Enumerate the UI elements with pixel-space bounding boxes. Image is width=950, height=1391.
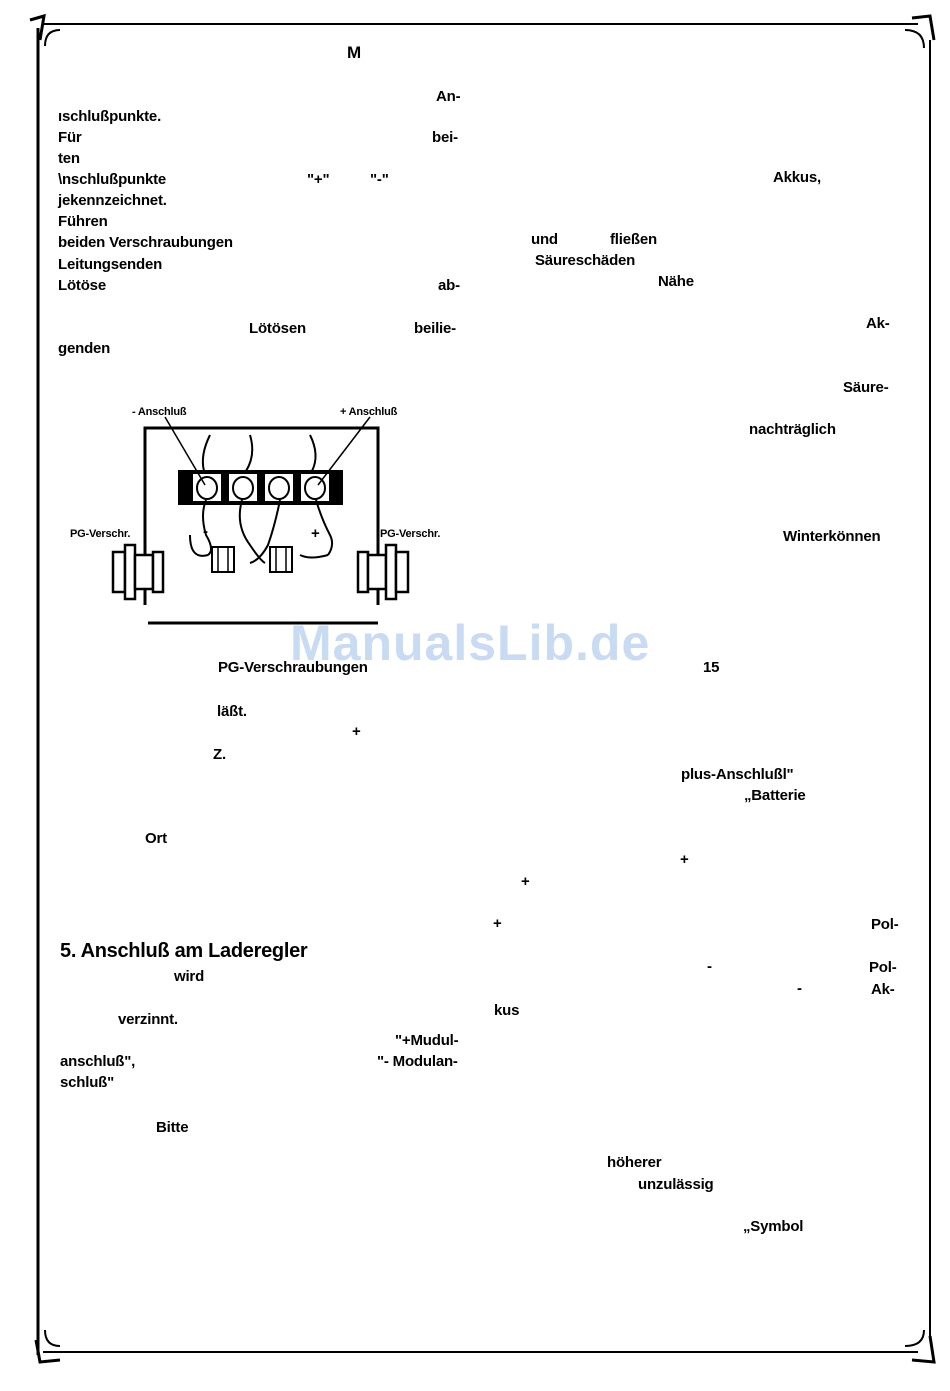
text-fragment: anschluß", xyxy=(60,1053,136,1070)
text-fragment: PG-Verschraubungen xyxy=(218,659,368,676)
text-fragment: Für xyxy=(58,129,82,146)
text-fragment: Säureschäden xyxy=(535,252,636,269)
text-fragment: „Batterie xyxy=(744,787,806,804)
minus-mark: - xyxy=(203,523,208,540)
text-fragment: Bitte xyxy=(156,1119,189,1136)
text-fragment: - xyxy=(707,958,712,975)
text-fragment: und xyxy=(531,231,558,248)
text-fragment: + xyxy=(352,723,361,740)
section-heading: 5. Anschluß am Laderegler xyxy=(60,940,308,962)
text-fragment: jekennzeichnet. xyxy=(58,192,167,209)
text-fragment: ıschlußpunkte. xyxy=(58,108,162,125)
text-fragment: Säure- xyxy=(843,379,889,396)
text-fragment: + xyxy=(521,873,530,890)
watermark: ManualsLib.de xyxy=(290,615,651,671)
text-fragment: Führen xyxy=(58,213,108,230)
text-fragment: wird xyxy=(174,968,205,985)
text-fragment: Pol- xyxy=(871,916,899,933)
text-fragment: Ak- xyxy=(866,315,890,332)
text-fragment: + xyxy=(493,915,502,932)
text-fragment: An- xyxy=(436,88,461,105)
text-fragment: genden xyxy=(58,340,111,357)
text-fragment: beilie- xyxy=(414,320,456,337)
text-fragment: höherer xyxy=(607,1154,662,1171)
text-fragment: fließen xyxy=(610,231,657,248)
text-fragment: beiden Verschraubungen xyxy=(58,234,233,251)
text-fragment: Winterkönnen xyxy=(783,528,881,545)
terminal-diagram-drawing xyxy=(111,416,410,625)
text-fragment: plus-Anschlußl" xyxy=(681,766,794,783)
text-fragment: schluß" xyxy=(60,1074,115,1091)
text-fragment: nachträglich xyxy=(749,421,836,438)
text-fragment: 15 xyxy=(703,659,720,676)
wiring-diagram: - Anschluß + Anschluß PG-Verschr. PG-Ver… xyxy=(60,395,470,635)
text-fragment: "-" xyxy=(370,171,389,188)
text-fragment: ab- xyxy=(438,277,460,294)
text-fragment: bei- xyxy=(432,129,458,146)
text-fragment: „Symbol xyxy=(743,1218,804,1235)
minus-terminal-label: - Anschluß xyxy=(132,406,187,418)
text-fragment: Pol- xyxy=(869,959,897,976)
text-fragment: läßt. xyxy=(217,703,247,720)
heading-m: M xyxy=(347,43,361,62)
pg-gland-right-label: PG-Verschr. xyxy=(380,528,441,540)
text-fragment: Leitungsenden xyxy=(58,256,163,273)
text-fragment: Ak- xyxy=(871,981,895,998)
text-fragment: Lötöse xyxy=(58,277,106,294)
text-fragment: "+Mudul- xyxy=(395,1032,459,1049)
text-fragment: Nähe xyxy=(658,273,694,290)
text-fragment: ten xyxy=(58,150,80,167)
plus-mark: + xyxy=(311,525,320,542)
plus-terminal-label: + Anschluß xyxy=(340,406,398,418)
text-fragment: "+" xyxy=(307,171,330,188)
text-fragment: Ort xyxy=(145,830,167,847)
pg-gland-left-label: PG-Verschr. xyxy=(70,528,131,540)
text-fragment: kus xyxy=(494,1002,520,1019)
text-fragment: - xyxy=(797,980,802,997)
text-fragment: Z. xyxy=(213,746,226,763)
text-fragment: Lötösen xyxy=(249,320,306,337)
text-fragment: Akkus, xyxy=(773,169,821,186)
text-fragment: verzinnt. xyxy=(118,1011,178,1028)
text-fragment: unzulässig xyxy=(638,1176,714,1193)
text-fragment: "- Modulan- xyxy=(377,1053,458,1070)
text-fragment: \nschlußpunkte xyxy=(58,171,167,188)
text-fragment: + xyxy=(680,851,689,868)
